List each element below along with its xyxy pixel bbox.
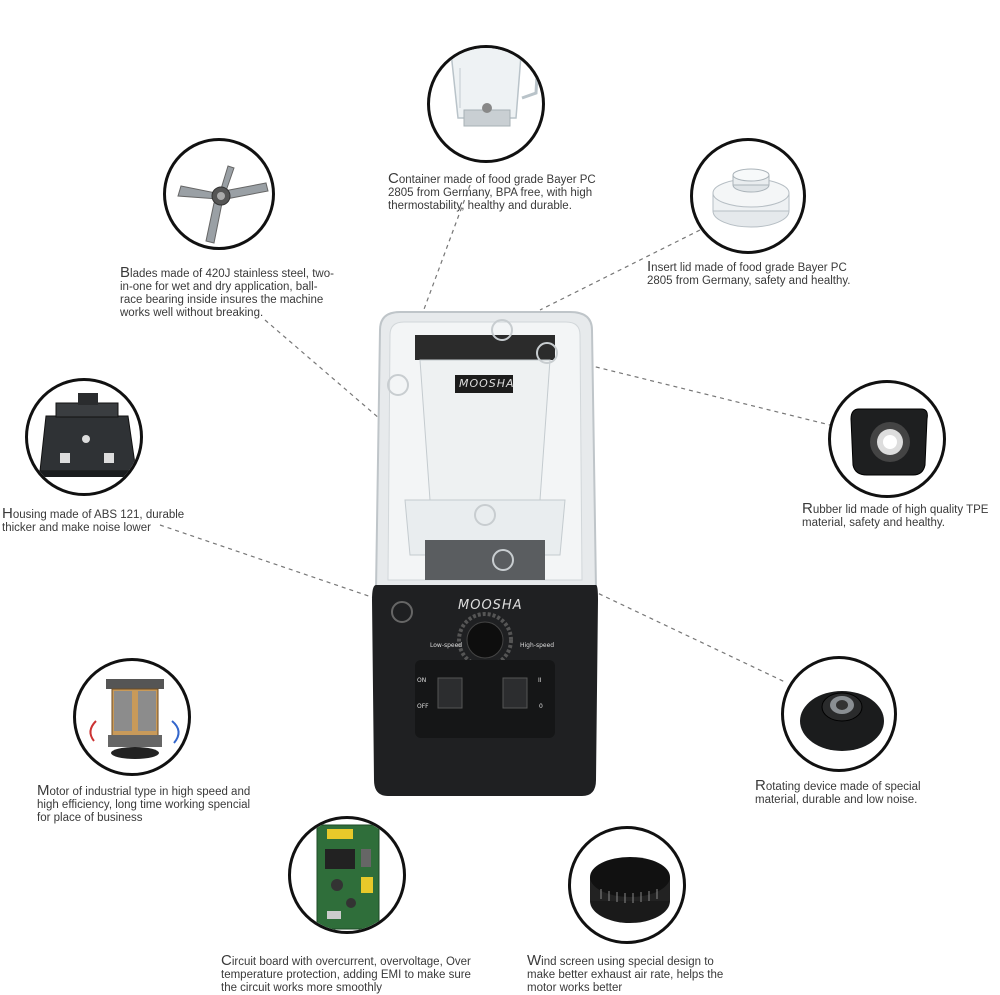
housing-callout: Housing made of ABS 121, durable thicker… — [2, 505, 185, 534]
insert-lid-image — [690, 138, 806, 254]
pulse-label: II — [538, 677, 542, 684]
wind-screen-callout: Wind screen using special design to make… — [527, 952, 724, 994]
circuit-board-callout: Circuit board with overcurrent, overvolt… — [221, 952, 471, 994]
zero-label: 0 — [539, 703, 543, 710]
container-image — [427, 45, 545, 163]
blender-illustration — [372, 311, 598, 796]
wind-screen-image — [568, 826, 686, 944]
rubber-lid-callout: Rubber lid made of high quality TPE mate… — [802, 500, 989, 529]
motor-callout: Motor of industrial type in high speed a… — [37, 782, 251, 824]
low-speed-label: Low-speed — [430, 642, 463, 649]
off-label: OFF — [417, 703, 429, 710]
insert-lid-callout: Insert lid made of food grade Bayer PC 2… — [647, 258, 851, 287]
rotating-device-image — [781, 656, 897, 772]
housing-image — [25, 378, 143, 496]
blades-callout: Blades made of 420J stainless steel, two… — [120, 264, 334, 319]
high-speed-label: High-speed — [520, 642, 555, 649]
circuit-board-image — [288, 816, 406, 934]
container-callout: Container made of food grade Bayer PC 28… — [388, 170, 596, 212]
brand-label-base: MOOSHA — [458, 598, 523, 613]
brand-label-top: MOOSHA — [459, 377, 515, 390]
rotating-device-callout: Rotating device made of special material… — [755, 777, 921, 806]
rubber-lid-image — [828, 380, 946, 498]
on-label: ON — [417, 677, 427, 684]
motor-image — [73, 658, 191, 776]
blades-image — [163, 138, 275, 250]
